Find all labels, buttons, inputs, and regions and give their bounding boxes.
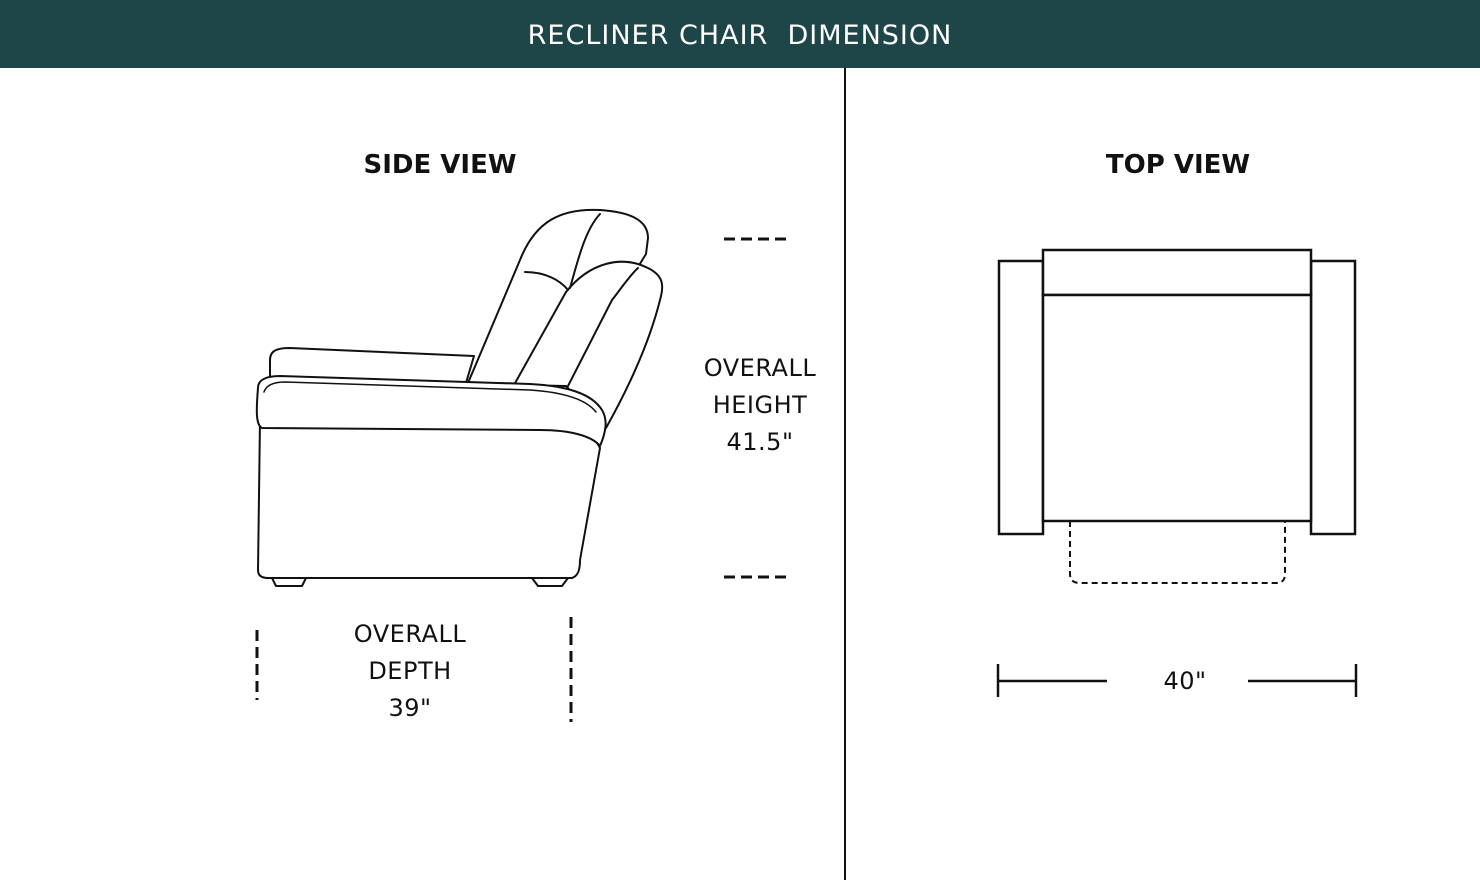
arm-front [255,375,607,447]
height-marker [724,237,792,579]
depth-value: 39" [388,694,432,722]
footrest-extended [1069,521,1286,584]
width-marker [996,664,1358,697]
depth-label-line2: DEPTH [368,657,452,685]
chair-leg-rear [271,577,307,587]
back-inner-line [569,213,601,289]
top-arm-left [997,259,1045,536]
depth-marker [255,617,573,722]
width-label: 40" [1085,663,1285,700]
height-label-line1: OVERALL [703,354,817,382]
header-bar: RECLINER CHAIR DIMENSION [0,0,1480,68]
chair-base [257,419,601,579]
arm-rear [269,347,475,384]
back-seam-line [524,271,569,291]
side-view-title: SIDE VIEW [363,150,517,180]
panel-divider [844,68,846,880]
top-seat [1041,293,1313,523]
depth-label: OVERALL DEPTH 39" [310,616,510,727]
top-arm-right [1309,259,1357,536]
top-view-chair-drawing [997,248,1357,584]
chair-leg-front [531,577,569,587]
back-front-edge [567,267,639,387]
top-backrest [1041,248,1313,297]
back-cushion-upper [467,208,649,385]
side-view-chair-drawing [255,208,664,587]
depth-label-line1: OVERALL [353,620,467,648]
height-value: 41.5" [726,428,794,456]
arm-front-inner [263,381,597,413]
height-label-line2: HEIGHT [712,391,808,419]
height-label: OVERALL HEIGHT 41.5" [660,350,860,461]
top-view-title: TOP VIEW [1105,150,1251,180]
width-value: 40" [1163,667,1207,695]
page-title: RECLINER CHAIR DIMENSION [527,19,953,51]
